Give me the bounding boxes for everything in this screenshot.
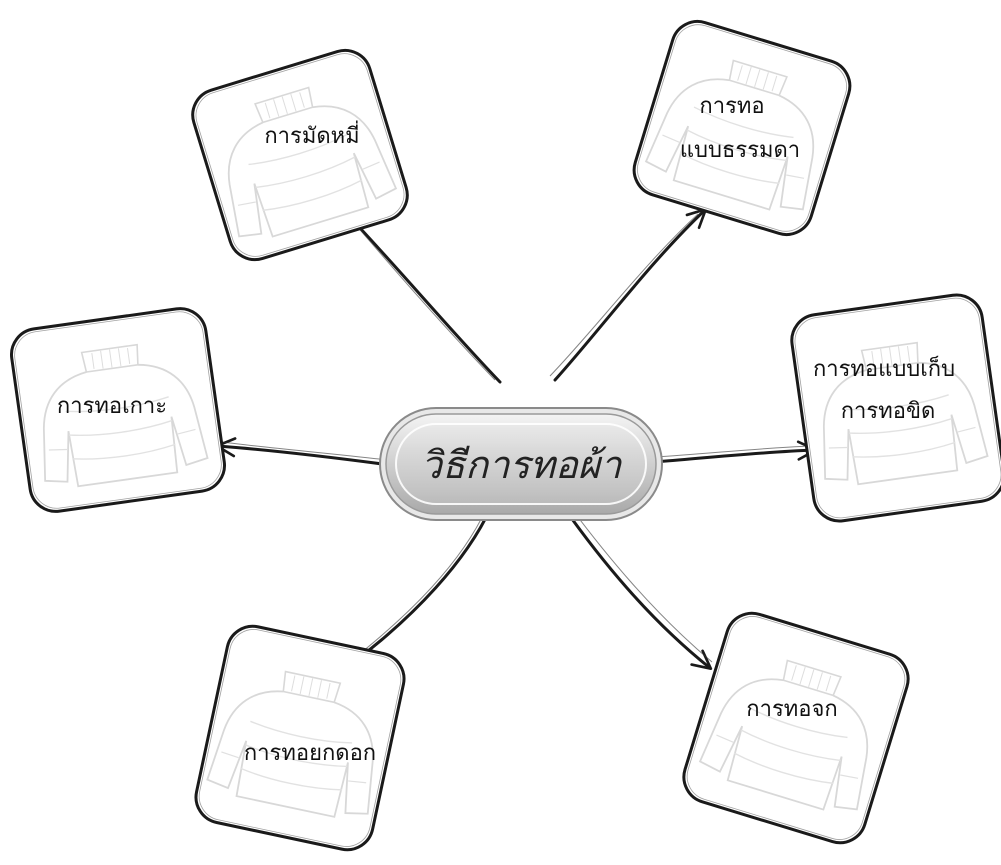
node-label: การทอ (699, 94, 764, 119)
node-label: แบบธรรมดา (680, 138, 800, 163)
arrow-to-tho-kao (215, 437, 392, 467)
node-label: การทอยกดอก (244, 741, 376, 766)
node-card-tho-baep-kep (790, 293, 1001, 523)
node-card-tho-baep-thammada (632, 19, 852, 237)
arrow-to-mat-mi (342, 209, 502, 384)
node-card-tho-chok (682, 611, 910, 845)
node-card-tho-kao (10, 307, 226, 513)
node-card-mat-mi (191, 48, 409, 262)
node-label: การทอแบบเก็บ (813, 354, 955, 382)
node-card-tho-yok-dok (194, 624, 406, 852)
arrow-to-tho-baep-thammada (553, 207, 708, 382)
center-title: วิธีการทอผ้า (421, 443, 623, 487)
node-label: การทอเกาะ (57, 394, 167, 419)
arrow-to-tho-yok-dok (347, 496, 497, 667)
arrow-to-tho-baep-kep (653, 440, 818, 464)
node-label: การทอจก (746, 697, 837, 722)
node-label: การทอขิด (841, 399, 936, 424)
center-node: วิธีการทอผ้า (379, 407, 663, 521)
node-label: การมัดหมี่ (264, 120, 359, 149)
